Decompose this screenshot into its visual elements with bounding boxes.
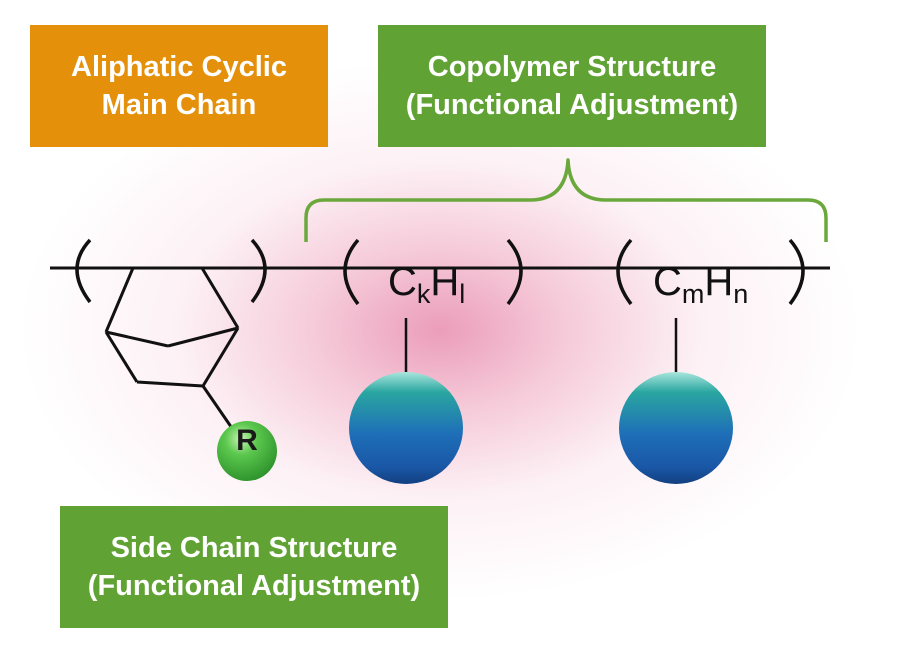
formula-2-hydrogen: H [704, 260, 734, 304]
functional-group-sphere-1 [349, 372, 463, 484]
formula-2-carbon: C [653, 260, 682, 304]
norbornane-ring [104, 267, 240, 435]
r-substituent-sphere [217, 421, 277, 481]
paren-right-2 [506, 238, 523, 306]
formula-1-sub-l: l [459, 279, 466, 309]
copolymer-structure-label: Copolymer Structure (Functional Adjustme… [378, 25, 766, 147]
formula-1-sub-k: k [416, 279, 431, 309]
functional-group-sphere-2 [619, 372, 733, 484]
paren-right-1 [250, 238, 267, 304]
formula-1-carbon: C [388, 260, 417, 304]
copolymer-bracket [304, 158, 828, 242]
paren-left-1 [75, 238, 92, 304]
side-chain-label-line-2: (Functional Adjustment) [87, 570, 421, 602]
aliphatic-label-line-1: Aliphatic Cyclic [71, 51, 287, 83]
formula-1-hydrogen: H [430, 260, 460, 304]
copolymer-label-line-2: (Functional Adjustment) [405, 89, 739, 121]
aliphatic-main-chain-label: Aliphatic Cyclic Main Chain [30, 25, 328, 147]
paren-left-3 [616, 238, 633, 306]
aliphatic-label-line-2: Main Chain [101, 89, 257, 121]
copolymer-label-line-1: Copolymer Structure [427, 51, 717, 83]
formula-2-sub-m: m [681, 279, 705, 309]
paren-right-3 [788, 238, 805, 306]
formula-cmhn: CmHn [653, 262, 748, 308]
paren-left-2 [343, 238, 360, 306]
formula-ckhl: CkHl [388, 262, 465, 308]
formula-2-sub-n: n [733, 279, 749, 309]
side-chain-label-line-1: Side Chain Structure [110, 532, 398, 564]
r-substituent-label: R [236, 424, 258, 457]
side-chain-structure-label: Side Chain Structure (Functional Adjustm… [60, 506, 448, 628]
